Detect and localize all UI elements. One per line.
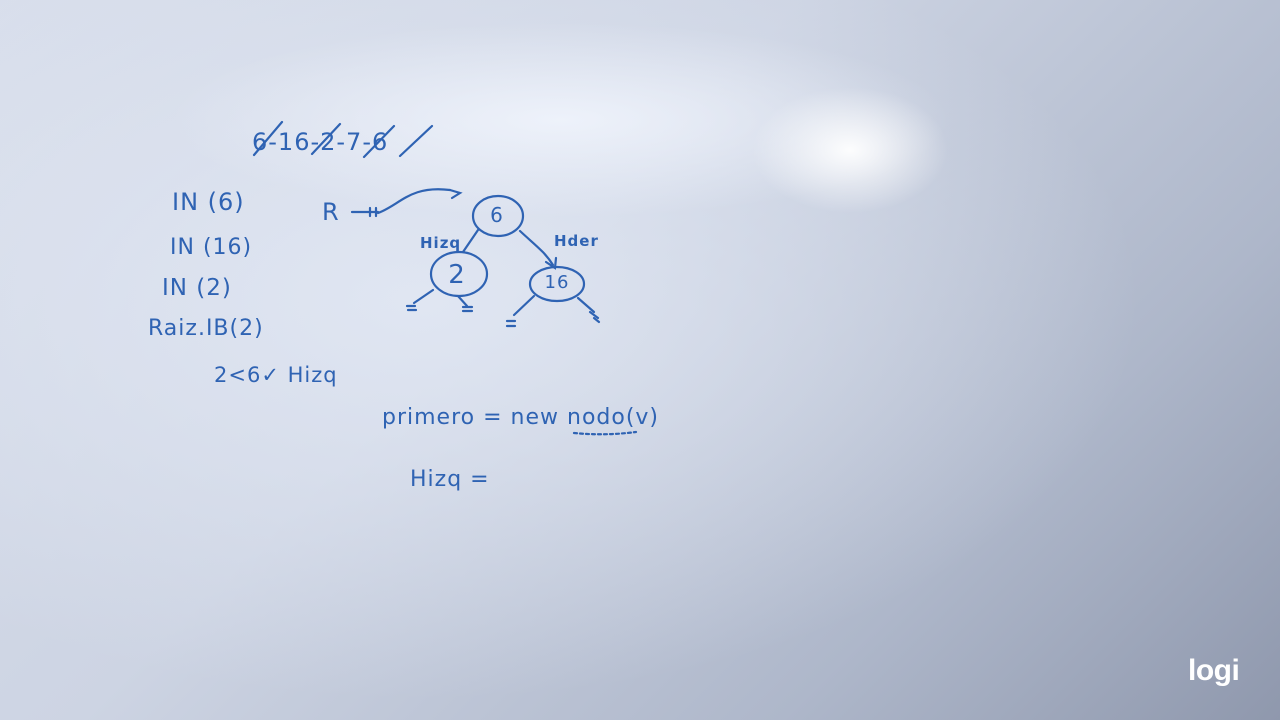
node-right-circle [528,265,586,303]
right-edge-label: Hder [554,232,599,250]
strike-16 [310,122,342,156]
nodo-underline [572,430,638,436]
strike-7 [398,124,434,158]
operation-insert-2: IN (2) [162,275,232,301]
edge-right [518,229,555,267]
operation-insert-16: IN (16) [170,235,253,260]
root-pointer-label: R [322,198,340,226]
edge-left [461,228,480,254]
tree-node-left: 2 [448,260,466,290]
left-edge-label: Hizq [420,234,462,252]
insertion-sequence: 6-16-2-7-6 [252,128,389,156]
pointer-arrowhead [448,188,463,200]
strike-6 [252,120,284,157]
comparison-note: 2<6✓ Hizq [214,363,338,387]
strike-2 [362,124,396,159]
code-line-primero: primero = new nodo(v) [382,405,660,430]
tree-node-root: 6 [490,203,504,227]
node-root-circle [471,194,525,238]
code-line-hizq: Hizq = [410,467,490,492]
logi-watermark: logi [1188,654,1240,687]
pointer-stub [350,206,380,218]
operation-insert-6: IN (6) [172,188,245,216]
pointer-arrow [376,188,452,215]
edge-right-arrowhead [544,256,558,270]
tree-node-right: 16 [544,272,570,293]
operation-raiz-ib: Raiz.IB(2) [148,316,264,341]
